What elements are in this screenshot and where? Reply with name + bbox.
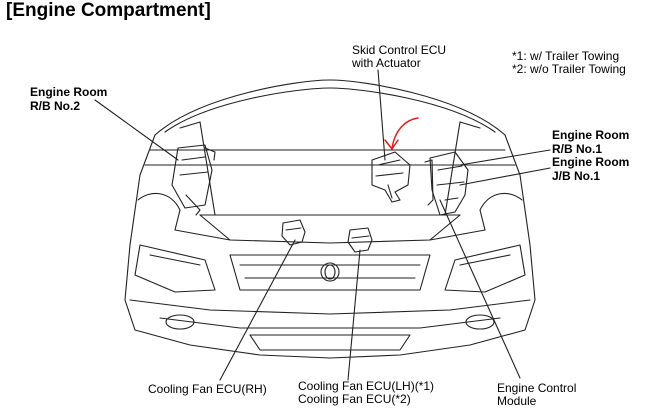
headlight-right: [444, 244, 526, 293]
cooling-fan-ecu-lh-unit: [347, 227, 373, 253]
engine-room-rb1-label: Engine Room R/B No.1: [552, 128, 630, 156]
skid-control-ecu-unit: [371, 151, 411, 203]
cooling-fan-ecu-rh-unit: [281, 219, 306, 246]
ecm-label: Engine Control Module: [497, 381, 577, 408]
skid-control-label: Skid Control ECU with Actuator: [352, 43, 447, 70]
footnotes: *1: w/ Trailer Towing *2: w/o Trailer To…: [512, 50, 626, 76]
hood-outline: [154, 79, 506, 136]
car-body-outline: [124, 134, 536, 359]
page-title: [Engine Compartment]: [6, 0, 211, 21]
leader-skid: [377, 69, 386, 161]
highlight-arrow-icon: [384, 117, 419, 150]
engine-room-rb2-label: Engine Room R/B No.2: [30, 85, 108, 113]
relay-box-no2: [171, 144, 213, 209]
leader-cooling-rh: [219, 239, 296, 381]
cooling-fan-lh-label: Cooling Fan ECU(LH)(*1) Cooling Fan ECU(…: [298, 379, 435, 406]
leader-rb2: [94, 99, 179, 161]
front-bumper: [129, 299, 531, 315]
leader-jb1: [459, 167, 551, 186]
leader-ecm: [439, 199, 521, 379]
footnote-2: *2: w/o Trailer Towing: [512, 62, 626, 76]
leader-cooling-lh: [347, 249, 361, 381]
leader-rb1: [459, 149, 551, 166]
headlight-left: [134, 244, 216, 293]
engine-room-jb1-label: Engine Room J/B No.1: [552, 155, 630, 183]
cooling-fan-rh-label: Cooling Fan ECU(RH): [148, 382, 267, 396]
footnote-1: *1: w/ Trailer Towing: [512, 49, 620, 63]
grille: [229, 254, 431, 291]
